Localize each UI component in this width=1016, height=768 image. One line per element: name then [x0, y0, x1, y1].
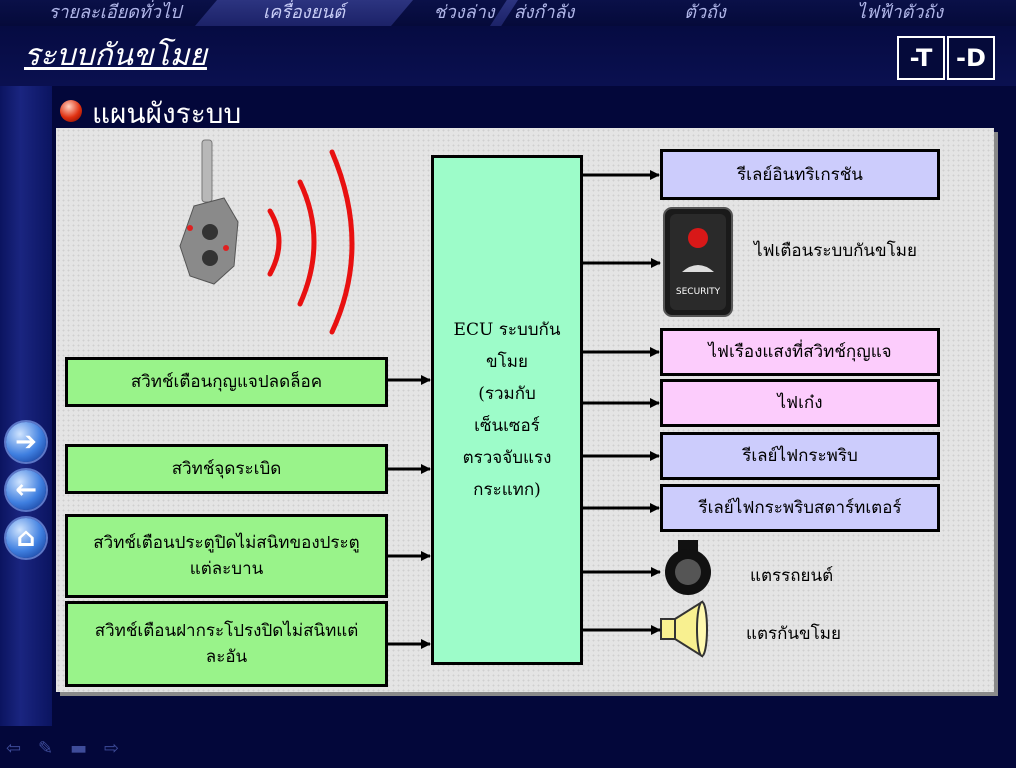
next-button[interactable]: ➔: [6, 422, 46, 462]
output-key-illumination: ไฟเรืองแสงที่สวิทช์กุญแจ: [660, 328, 940, 376]
ecu-line: ECU ระบบกัน: [453, 320, 561, 340]
input-label: สวิทช์เตือนประตูปิดไม่สนิทของประตู: [93, 533, 360, 553]
ecu-box: ECU ระบบกัน ขโมย (รวมกับ เซ็นเซอร์ ตรวจจ…: [431, 155, 583, 665]
input-label: สวิทช์เตือนกุญแจปลดล็อค: [130, 372, 323, 392]
mode-t-button[interactable]: -T: [897, 36, 945, 80]
pen-icon[interactable]: ✎: [38, 738, 54, 759]
page-title: ระบบกันขโมย: [24, 38, 207, 73]
tab-engine[interactable]: เครื่องยนต์: [195, 0, 413, 26]
back-button[interactable]: ←: [6, 470, 46, 510]
key-fob-icon: [179, 139, 355, 335]
menu-icon[interactable]: ▬: [70, 738, 88, 759]
signal-waves: [267, 149, 355, 335]
ecu-line: (รวมกับ: [478, 384, 536, 404]
top-nav: รายละเอียดทั่วไป เครื่องยนต์ ช่วงล่าง ส่…: [0, 0, 1016, 26]
input-label: สวิทช์จุดระเบิด: [171, 459, 282, 479]
diagram-panel: ECU ระบบกัน ขโมย (รวมกับ เซ็นเซอร์ ตรวจจ…: [56, 128, 994, 692]
section-title: แผนผังระบบ: [92, 97, 242, 130]
input-label: แต่ละบาน: [189, 559, 264, 579]
output-label: รีเลย์อินทริเกรชัน: [737, 164, 863, 185]
bullet-icon: [60, 100, 82, 122]
output-security-horn-label: แตรกันขโมย: [746, 624, 841, 644]
output-flasher-relay: รีเลย์ไฟกระพริบ: [660, 432, 940, 480]
security-indicator-icon: SECURITY: [663, 207, 733, 317]
ecu-line: ตรวจจับแรง: [462, 448, 552, 468]
vehicle-horn-icon: [665, 540, 711, 595]
ecu-line: ขโมย: [486, 352, 528, 372]
prev-slide-icon[interactable]: ⇦: [6, 738, 22, 759]
connector-arrows: [388, 170, 661, 649]
output-vehicle-horn-label: แตรรถยนต์: [750, 566, 834, 586]
output-label: ไฟเรืองแสงที่สวิทช์กุญแจ: [708, 342, 892, 362]
left-rail: [0, 86, 52, 726]
tab-chassis[interactable]: ช่วงล่าง: [433, 2, 495, 23]
input-ignition-switch: สวิทช์จุดระเบิด: [65, 444, 388, 494]
tab-general-info[interactable]: รายละเอียดทั่วไป: [48, 2, 182, 23]
ecu-line: กระแทก): [473, 480, 541, 500]
input-hood-courtesy-switch: สวิทช์เตือนฝากระโปรงปิดไม่สนิทแต่ ละอัน: [65, 601, 388, 687]
tab-body-electrical[interactable]: ไฟฟ้าตัวถัง: [856, 2, 944, 23]
output-label: รีเลย์ไฟกระพริบ: [742, 446, 858, 466]
title-strip: [0, 26, 1016, 86]
ecu-line: เซ็นเซอร์: [474, 416, 540, 436]
input-key-unlock-warning-switch: สวิทช์เตือนกุญแจปลดล็อค: [65, 357, 388, 407]
tab-drivetrain[interactable]: ส่งกำลัง: [513, 2, 575, 23]
home-button[interactable]: ⌂: [6, 518, 46, 558]
output-courtesy-light: ไฟเก๋ง: [660, 379, 940, 427]
input-door-courtesy-switch: สวิทช์เตือนประตูปิดไม่สนิทของประตู แต่ละ…: [65, 514, 388, 598]
output-security-indicator-label: ไฟเตือนระบบกันขโมย: [754, 241, 917, 261]
output-integration-relay: รีเลย์อินทริเกรชัน: [660, 149, 940, 200]
tab-body[interactable]: ตัวถัง: [684, 2, 726, 23]
input-label: สวิทช์เตือนฝากระโปรงปิดไม่สนิทแต่: [94, 621, 359, 641]
security-horn-icon: [660, 600, 708, 658]
output-starter-relay: รีเลย์ไฟกระพริบสตาร์ทเตอร์: [660, 484, 940, 532]
mode-d-button[interactable]: -D: [947, 36, 995, 80]
next-slide-icon[interactable]: ⇨: [104, 738, 120, 759]
security-button-text: SECURITY: [676, 287, 721, 297]
output-label: รีเลย์ไฟกระพริบสตาร์ทเตอร์: [698, 498, 902, 518]
input-label: ละอัน: [205, 647, 248, 667]
output-label: ไฟเก๋ง: [777, 393, 823, 413]
